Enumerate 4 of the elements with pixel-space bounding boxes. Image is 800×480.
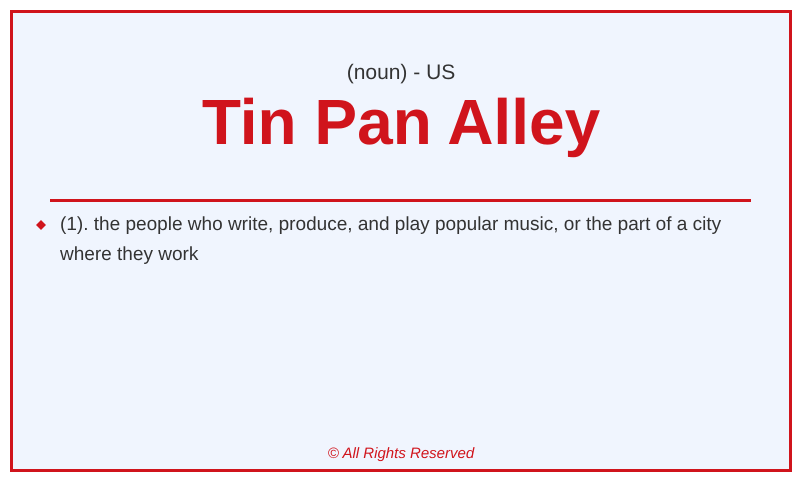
definition-text: (1). the people who write, produce, and play popular music, or the part of a city where they work bbox=[60, 213, 722, 267]
headword-title: Tin Pan Alley bbox=[200, 87, 602, 157]
part-of-speech: (noun) - US bbox=[346, 61, 456, 85]
copyright-footer: © All Rights Reserved bbox=[13, 445, 789, 462]
